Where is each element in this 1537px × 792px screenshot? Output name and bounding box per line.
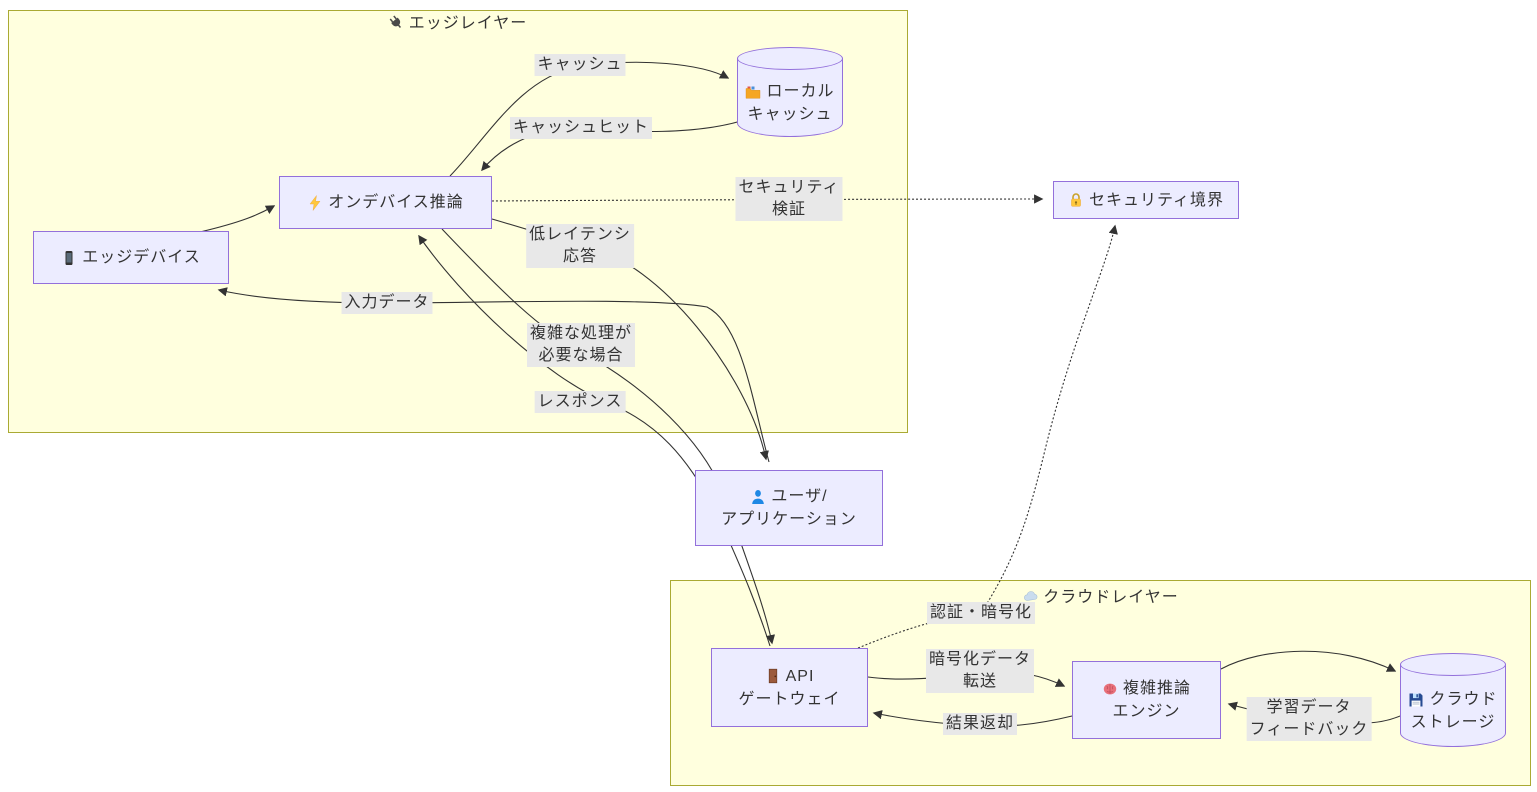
edge-user-to-device xyxy=(217,287,770,463)
edge-label-result-return: 結果返却 xyxy=(942,713,1018,735)
edge-device-to-inference xyxy=(199,205,276,233)
cloud-layer-title: クラウドレイヤー xyxy=(1023,583,1179,607)
edge-layer-title: エッジレイヤー xyxy=(389,9,528,33)
plug-icon xyxy=(386,12,407,33)
node-cloud-storage: クラウド ストレージ xyxy=(1400,653,1506,747)
edge-label-response: レスポンス xyxy=(534,391,626,413)
edge-label-low-latency: 低レイテンシ応答 xyxy=(526,224,634,268)
person-icon xyxy=(750,489,766,505)
node-local-cache: ローカル キャッシュ xyxy=(737,47,843,137)
edge-label-auth-encrypt: 認証・暗号化 xyxy=(926,602,1036,624)
edge-label-cache-hit: キャッシュヒット xyxy=(509,117,653,139)
edge-label-encrypted-transfer: 暗号化データ転送 xyxy=(925,649,1035,693)
lock-icon xyxy=(1068,192,1084,208)
edge-inference-to-api xyxy=(441,228,776,645)
brain-icon xyxy=(1102,681,1118,697)
edge-engine-to-storage xyxy=(1220,650,1397,672)
node-user-application: ユーザ/ アプリケーション xyxy=(695,470,883,546)
edge-label-input-data: 入力データ xyxy=(341,292,433,314)
edge-label-cache: キャッシュ xyxy=(534,54,626,76)
lightning-icon xyxy=(307,194,323,211)
cloud-icon xyxy=(1023,589,1038,604)
node-inference-engine: 複雑推論 エンジン xyxy=(1072,661,1221,739)
node-security-boundary: セキュリティ境界 xyxy=(1053,181,1239,219)
edge-label-training-feedback: 学習データフィードバック xyxy=(1246,697,1372,741)
mobile-phone-icon xyxy=(61,250,77,266)
node-edge-device: エッジデバイス xyxy=(33,231,229,284)
edge-label-complex-processing: 複雑な処理が必要な場合 xyxy=(526,323,636,367)
folder-icon xyxy=(745,84,761,100)
node-api-gateway: API ゲートウェイ xyxy=(711,648,868,727)
floppy-disk-icon xyxy=(1408,692,1424,708)
edge-api-to-security xyxy=(857,224,1118,649)
door-icon xyxy=(765,668,781,684)
node-on-device-inference: オンデバイス推論 xyxy=(279,176,492,229)
edge-label-security-check: セキュリティ検証 xyxy=(735,177,843,221)
edge-api-to-inference xyxy=(418,234,771,647)
